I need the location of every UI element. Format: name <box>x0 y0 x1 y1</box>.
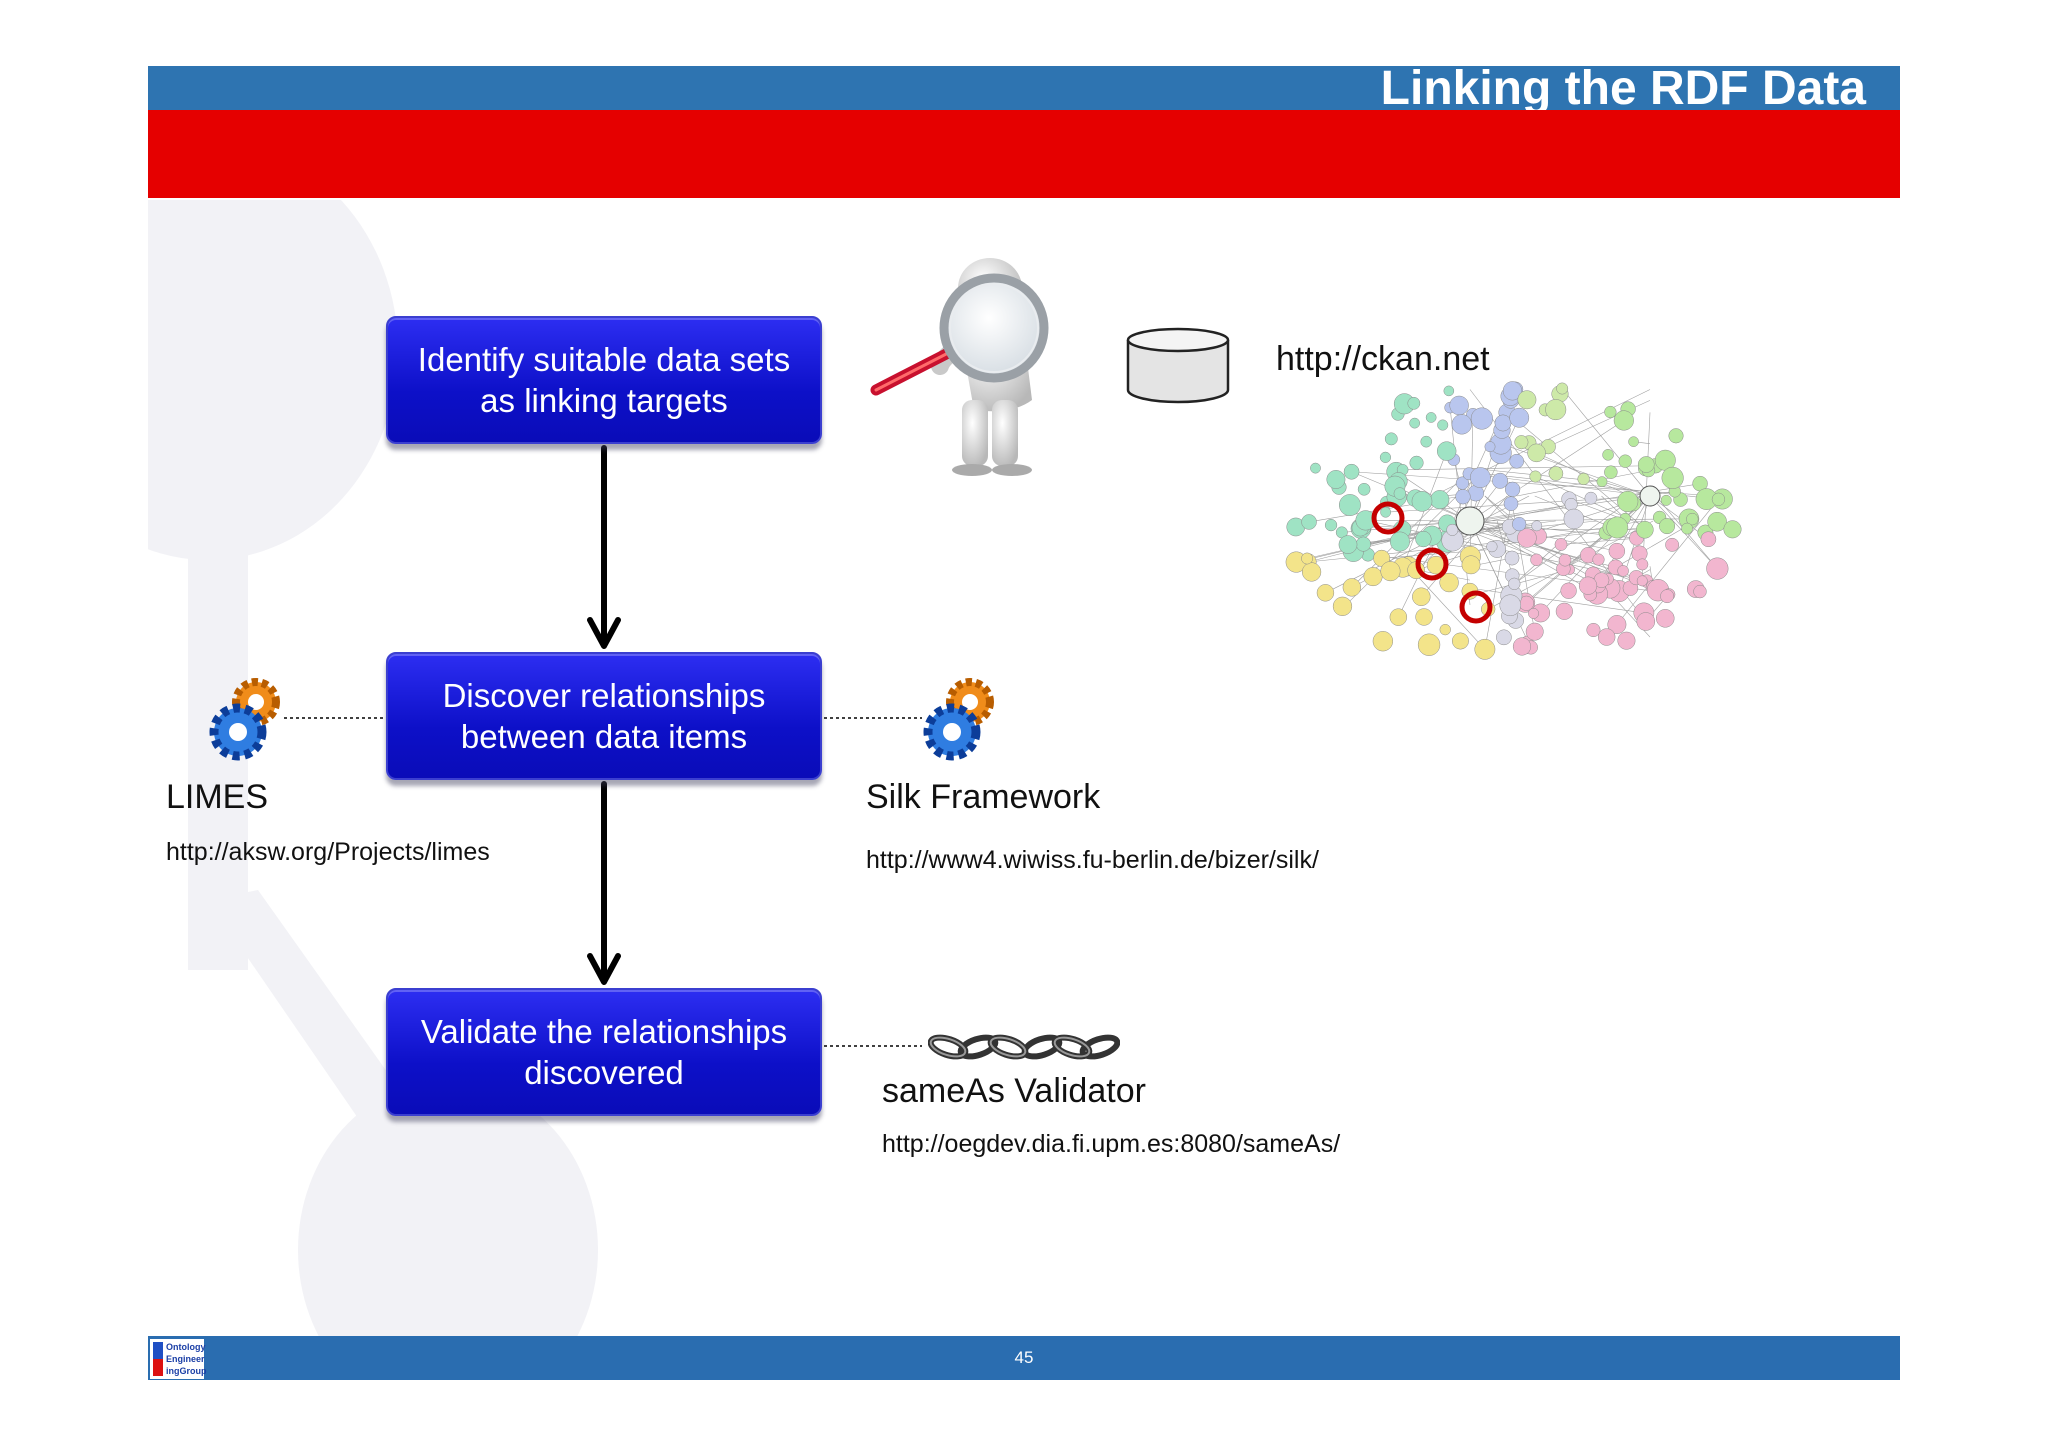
step-identify-line2: as linking targets <box>480 382 728 419</box>
step-discover-relationships: Discover relationships between data item… <box>386 652 822 780</box>
silk-name: Silk Framework <box>866 778 1101 816</box>
chain-links-icon <box>928 1034 1120 1060</box>
sameas-url[interactable]: http://oegdev.dia.fi.upm.es:8080/sameAs/ <box>882 1130 1341 1158</box>
lod-cloud-diagram <box>1285 381 1742 660</box>
limes-name: LIMES <box>166 778 269 816</box>
step-validate-line2: discovered <box>524 1054 684 1091</box>
gears-icon <box>209 678 280 761</box>
slide-title: Linking the RDF Data <box>1380 62 1866 115</box>
sameas-name: sameAs Validator <box>882 1072 1146 1110</box>
highlight-ring-1 <box>1371 501 1405 535</box>
highlight-ring-3 <box>1459 590 1493 624</box>
gears-icon <box>923 678 994 761</box>
step-discover-line2: between data items <box>460 718 748 755</box>
step-validate-line1: Validate the relationships <box>420 1013 788 1050</box>
step-identify-line1: Identify suitable data sets <box>417 341 791 378</box>
ckan-url[interactable]: http://ckan.net <box>1276 340 1490 378</box>
database-icon <box>1126 327 1230 404</box>
step-discover-line1: Discover relationships <box>442 677 766 714</box>
limes-url[interactable]: http://aksw.org/Projects/limes <box>166 838 490 866</box>
page-number: 45 <box>1014 1348 1034 1367</box>
background-watermark <box>148 200 598 1340</box>
oeg-logo: Ontology Engineer ingGroup <box>150 1339 207 1379</box>
highlight-ring-2 <box>1415 547 1449 581</box>
magnifier-person-icon <box>870 258 1049 476</box>
arrow-head-2 <box>587 953 621 985</box>
title-bar: Linking the RDF Data <box>148 64 1900 114</box>
silk-url[interactable]: http://www4.wiwiss.fu-berlin.de/bizer/si… <box>866 846 1319 874</box>
step-identify-datasets: Identify suitable data sets as linking t… <box>386 316 822 444</box>
accent-bar <box>148 110 1900 198</box>
footer-bar: 45 <box>148 1336 1900 1380</box>
step-validate-relationships: Validate the relationships discovered <box>386 988 822 1116</box>
arrow-head-1 <box>587 617 621 649</box>
